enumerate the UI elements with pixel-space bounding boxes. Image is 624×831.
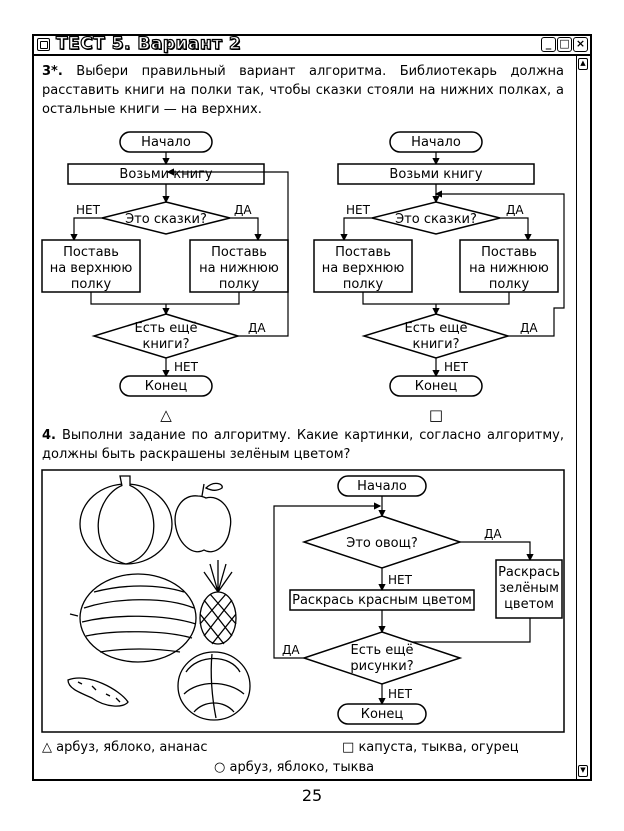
color-green-box bbox=[495, 559, 563, 619]
question-4-flowchart: Начало Это овощ? ДА НЕТ Раскрась красным… bbox=[273, 475, 563, 725]
pineapple-icon bbox=[199, 560, 237, 645]
page-content: 3*. Выбери правильный вариант алгоритма.… bbox=[34, 56, 576, 779]
window-controls: _ □ × bbox=[541, 37, 588, 52]
title-bar: ТЕСТ 5. Вариант 2 _ □ × bbox=[34, 33, 590, 56]
answer-text: арбуз, яблоко, ананас bbox=[56, 740, 208, 755]
square-option-icon[interactable]: □ bbox=[429, 406, 443, 424]
circle-option-icon[interactable]: ○ bbox=[214, 760, 226, 775]
decision-diamond bbox=[371, 201, 501, 235]
test-window: ТЕСТ 5. Вариант 2 _ □ × ▲ ▼ 3*. Выбери п… bbox=[32, 33, 592, 781]
loop-line-2: книги? bbox=[143, 337, 190, 352]
right-action-line-1: Поставь bbox=[481, 245, 537, 260]
close-button[interactable]: × bbox=[573, 37, 588, 52]
minimize-button[interactable]: _ bbox=[541, 37, 556, 52]
question-3-flowcharts: Начало Возьми книгу Это сказки? НЕТ ДА П… bbox=[41, 131, 565, 424]
end-label: Конец bbox=[361, 707, 404, 722]
no-label: НЕТ bbox=[388, 573, 413, 587]
answer-option-triangle[interactable]: △ арбуз, яблоко, ананас bbox=[42, 740, 207, 755]
more-pictures-line-1: Есть ещё bbox=[351, 643, 414, 658]
more-pictures-line-2: рисунки? bbox=[350, 659, 413, 674]
app-icon bbox=[37, 38, 50, 51]
left-action-box bbox=[41, 239, 141, 293]
question-4: 4. Выполни задание по алгоритму. Какие к… bbox=[42, 426, 564, 464]
take-book-label: Возьми книгу bbox=[119, 167, 212, 182]
page-number: 25 bbox=[301, 786, 323, 805]
triangle-option-icon[interactable]: △ bbox=[42, 740, 52, 755]
flowchart-left: Начало Возьми книгу Это сказки? НЕТ ДА П… bbox=[41, 131, 289, 424]
color-green-line-2: зелёным bbox=[499, 581, 559, 596]
left-action-line-3: полку bbox=[343, 277, 384, 292]
loop-line-2: книги? bbox=[413, 337, 460, 352]
watermelon-icon bbox=[69, 573, 197, 663]
loop-yes-label: ДА bbox=[520, 321, 538, 335]
left-action-line-3: полку bbox=[71, 277, 112, 292]
loop-no-label: НЕТ bbox=[444, 360, 469, 374]
yes-label: ДА bbox=[484, 527, 502, 541]
cabbage-icon bbox=[177, 651, 251, 721]
color-green-line-1: Раскрась bbox=[498, 565, 560, 580]
yes-label: ДА bbox=[506, 203, 524, 217]
right-action-box bbox=[189, 239, 289, 293]
take-book-label: Возьми книгу bbox=[389, 167, 482, 182]
color-red-label: Раскрась красным цветом bbox=[292, 593, 472, 608]
left-action-line-2: на верхнюю bbox=[322, 261, 405, 276]
left-action-line-1: Поставь bbox=[63, 245, 119, 260]
end-label: Конец bbox=[145, 379, 188, 394]
loop-yes-label: ДА bbox=[282, 643, 300, 657]
answer-text: арбуз, яблоко, тыква bbox=[229, 760, 375, 775]
right-action-line-1: Поставь bbox=[211, 245, 267, 260]
loop-line-1: Есть ещё bbox=[405, 321, 468, 336]
yes-label: ДА bbox=[234, 203, 252, 217]
answer-option-circle[interactable]: ○ арбуз, яблоко, тыква bbox=[214, 760, 374, 775]
right-action-box bbox=[459, 239, 559, 293]
no-label: НЕТ bbox=[76, 203, 101, 217]
scroll-up-arrow-icon[interactable]: ▲ bbox=[578, 58, 588, 70]
decision-label: Это сказки? bbox=[395, 212, 477, 227]
start-label: Начало bbox=[141, 135, 191, 150]
triangle-option-icon[interactable]: △ bbox=[160, 406, 172, 424]
question-3-number: 3*. bbox=[42, 64, 63, 79]
apple-icon bbox=[174, 482, 232, 553]
right-action-line-2: на нижнюю bbox=[199, 261, 279, 276]
question-3: 3*. Выбери правильный вариант алгоритма.… bbox=[42, 62, 564, 119]
end-terminal bbox=[119, 375, 213, 397]
right-action-line-3: полку bbox=[489, 277, 530, 292]
question-4-text: Выполни задание по алгоритму. Какие карт… bbox=[42, 428, 564, 462]
square-option-icon[interactable]: □ bbox=[342, 740, 355, 755]
question-4-number: 4. bbox=[42, 428, 56, 443]
window-title: ТЕСТ 5. Вариант 2 bbox=[55, 33, 242, 54]
pumpkin-icon bbox=[79, 475, 173, 565]
answer-text: капуста, тыква, огурец bbox=[358, 740, 519, 755]
left-action-line-2: на верхнюю bbox=[50, 261, 133, 276]
no-label: НЕТ bbox=[346, 203, 371, 217]
right-action-line-3: полку bbox=[219, 277, 260, 292]
end-terminal bbox=[337, 703, 427, 725]
end-label: Конец bbox=[415, 379, 458, 394]
loop-no-label: НЕТ bbox=[174, 360, 199, 374]
loop-no-label: НЕТ bbox=[388, 687, 413, 701]
start-label: Начало bbox=[411, 135, 461, 150]
flowchart-right: Начало Возьми книгу Это сказки? НЕТ ДА П… bbox=[313, 131, 565, 424]
end-terminal bbox=[389, 375, 483, 397]
decision-label: Это сказки? bbox=[125, 212, 207, 227]
cucumber-icon bbox=[67, 677, 129, 707]
right-action-line-2: на нижнюю bbox=[469, 261, 549, 276]
decision-diamond bbox=[101, 201, 231, 235]
start-label: Начало bbox=[357, 479, 407, 494]
left-action-box bbox=[313, 239, 413, 293]
maximize-button[interactable]: □ bbox=[557, 37, 572, 52]
loop-yes-label: ДА bbox=[248, 321, 266, 335]
question-3-text: Выбери правильный вариант алгоритма. Биб… bbox=[42, 64, 564, 117]
loop-line-1: Есть ещё bbox=[135, 321, 198, 336]
vertical-scrollbar[interactable]: ▲ ▼ bbox=[576, 56, 590, 779]
left-action-line-1: Поставь bbox=[335, 245, 391, 260]
scroll-down-arrow-icon[interactable]: ▼ bbox=[578, 765, 588, 777]
vegetable-decision-label: Это овощ? bbox=[346, 536, 417, 551]
color-green-line-3: цветом bbox=[504, 597, 554, 612]
question-4-figure: Начало Это овощ? ДА НЕТ Раскрась красным… bbox=[41, 469, 565, 733]
answer-option-square[interactable]: □ капуста, тыква, огурец bbox=[342, 740, 519, 755]
